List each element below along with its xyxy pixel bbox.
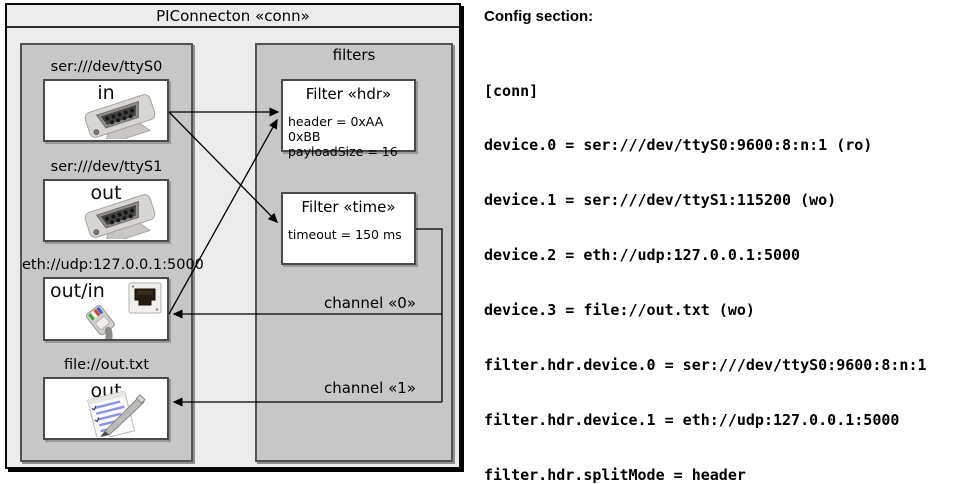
- config-line: device.3 = file://out.txt (wo): [484, 301, 755, 320]
- config-line: filter.hdr.device.0 = ser:///dev/ttyS0:9…: [484, 356, 927, 375]
- filter-box-time: Filter «time» timeout = 150 ms: [281, 192, 416, 265]
- filter-title: Filter «time»: [301, 198, 396, 216]
- config-line: device.0 = ser:///dev/ttyS0:9600:8:n:1 (…: [484, 136, 873, 155]
- device-label-ttyS1: ser:///dev/ttyS1: [50, 159, 163, 175]
- device-direction: out: [90, 182, 122, 204]
- config-line: device.1 = ser:///dev/ttyS1:115200 (wo): [484, 191, 837, 210]
- device-box-ttyS1: out: [43, 179, 169, 242]
- config-text: [conn] device.0 = ser:///dev/ttyS0:9600:…: [484, 45, 962, 484]
- device-box-ttyS0: in: [43, 79, 169, 142]
- filter-box-hdr: Filter «hdr» header = 0xAA 0xBB payloadS…: [281, 79, 416, 159]
- config-line: filter.hdr.splitMode = header: [484, 465, 746, 484]
- channel-0-label: channel «0»: [323, 294, 416, 312]
- diagram-title: PIConnecton «conn»: [7, 5, 459, 28]
- filter-attribute: timeout = 150 ms: [288, 227, 402, 242]
- filters-group-label: filters: [332, 46, 376, 64]
- device-direction: out/in: [50, 280, 105, 302]
- filter-attribute: header = 0xAA 0xBB: [288, 114, 384, 144]
- device-label-file: file://out.txt: [63, 357, 150, 373]
- device-direction: out: [90, 380, 122, 402]
- config-line: device.2 = eth://udp:127.0.0.1:5000: [484, 246, 801, 265]
- device-label-ttyS0: ser:///dev/ttyS0: [50, 59, 163, 75]
- filter-title: Filter «hdr»: [305, 85, 392, 103]
- filter-attribute: payloadSize = 16: [288, 144, 398, 159]
- device-direction: in: [97, 82, 115, 104]
- device-label-eth: eth://udp:127.0.0.1:5000: [22, 257, 204, 273]
- device-box-eth: out/in: [43, 277, 169, 341]
- device-box-file: out: [43, 377, 169, 440]
- config-line: filter.hdr.device.1 = eth://udp:127.0.0.…: [484, 410, 900, 429]
- config-line: [conn]: [484, 81, 539, 100]
- channel-1-label: channel «1»: [323, 379, 416, 397]
- config-heading: Config section:: [484, 8, 594, 25]
